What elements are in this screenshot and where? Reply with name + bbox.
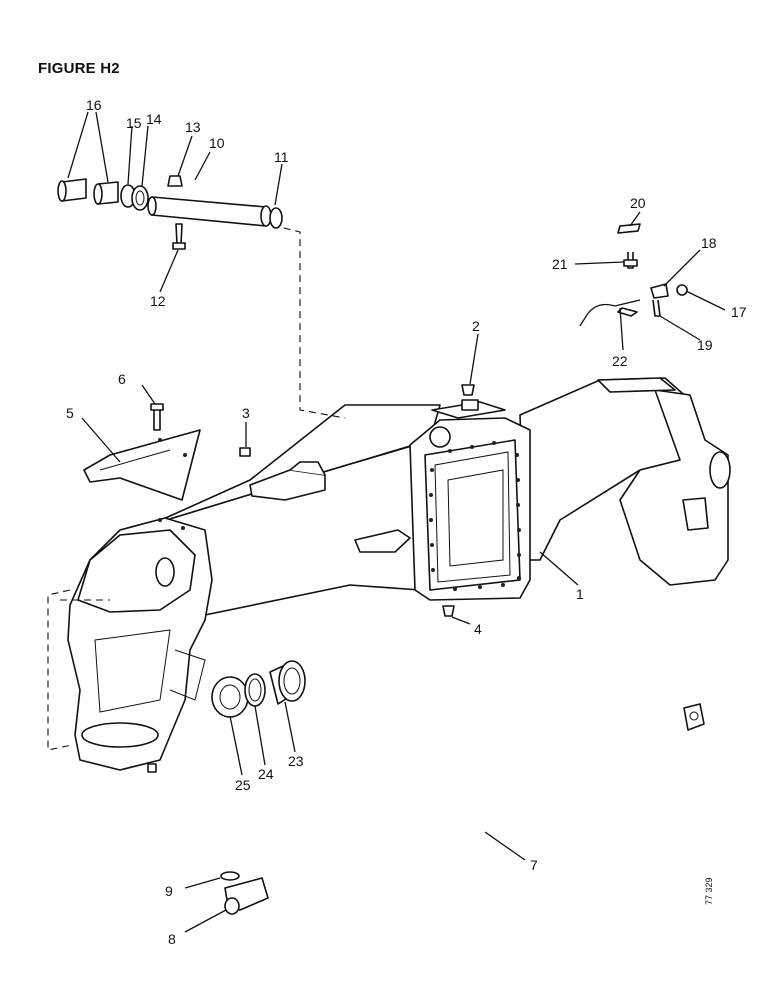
callout-23: 23 <box>288 753 304 769</box>
callout-labels: 1 2 3 4 5 6 7 8 9 10 11 12 13 14 15 16 1… <box>66 97 747 947</box>
callout-11: 11 <box>274 149 289 165</box>
callout-12: 12 <box>150 293 166 309</box>
callout-9: 9 <box>165 883 173 899</box>
callout-10: 10 <box>209 135 225 151</box>
callout-14: 14 <box>146 111 162 127</box>
callout-3: 3 <box>242 405 250 421</box>
axle-housing-part <box>47 224 731 773</box>
callout-7: 7 <box>530 857 538 873</box>
callout-25: 25 <box>235 777 251 793</box>
callout-16: 16 <box>86 97 102 113</box>
callout-2: 2 <box>472 318 480 334</box>
callout-22: 22 <box>612 353 628 369</box>
callout-15: 15 <box>126 115 142 131</box>
callout-20: 20 <box>630 195 646 211</box>
bracket-pipe-assembly <box>579 223 688 327</box>
callout-6: 6 <box>118 371 126 387</box>
callout-24: 24 <box>258 766 274 782</box>
shield-part <box>83 384 475 617</box>
callout-4: 4 <box>474 621 482 637</box>
callout-17: 17 <box>731 304 747 320</box>
bearing-set <box>211 660 306 718</box>
leader-lines <box>67 111 726 933</box>
callout-13: 13 <box>185 119 201 135</box>
callout-5: 5 <box>66 405 74 421</box>
figure-title: FIGURE H2 <box>38 60 120 77</box>
drawing-reference-number: 77 329 <box>704 877 714 905</box>
oil-pipe-assembly <box>220 703 705 915</box>
callout-8: 8 <box>168 931 176 947</box>
callout-18: 18 <box>701 235 717 251</box>
callout-19: 19 <box>697 337 713 353</box>
pivot-pin-assembly <box>57 175 283 250</box>
callout-21: 21 <box>552 256 568 272</box>
callout-1: 1 <box>576 586 584 602</box>
